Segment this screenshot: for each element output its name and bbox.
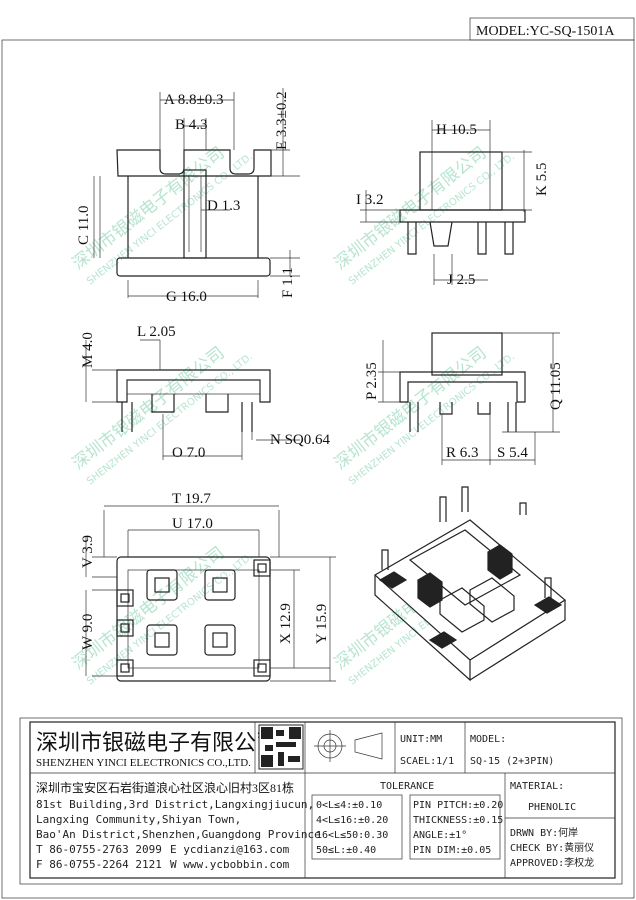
tolerance-other: PIN DIM:±0.05 xyxy=(413,845,491,856)
address-line: Bao'An District,Shenzhen,Guangdong Provi… xyxy=(36,828,321,841)
watermark-en: SHENZHEN YINCI ELECTRONICS CO., LTD. xyxy=(85,151,255,287)
dim-p-label: P 2.35 xyxy=(364,362,380,400)
model-value: SQ-15 (2+3PIN) xyxy=(470,756,554,767)
dim-q-label: Q 11.05 xyxy=(548,362,564,410)
model-number: MODEL:YC-SQ-1501A xyxy=(476,24,615,39)
tolerance-other: PIN PITCH:±0.20 xyxy=(413,800,503,811)
address-cn: 深圳市宝安区石岩街道浪心社区浪心旧村3区81栋 xyxy=(36,780,294,795)
tolerance-length: 0<L≤4:±0.10 xyxy=(316,800,382,811)
telephone: T 86-0755-2763 2099 xyxy=(36,843,162,856)
address-line: 81st Building,3rd District,Langxingjiucu… xyxy=(36,798,314,811)
dim-n-label: N SQ0.64 xyxy=(270,432,331,448)
dim-k-label: K 5.5 xyxy=(534,163,550,196)
dim-i-label: I 3.2 xyxy=(356,192,384,208)
dim-u-label: U 17.0 xyxy=(172,516,213,532)
bottom-side-view: R 6.3 S 5.4 P 2.35 Q 11.05 xyxy=(364,332,564,465)
dim-h-label: H 10.5 xyxy=(436,122,477,138)
dim-o-label: O 7.0 xyxy=(172,445,205,461)
dim-g-label: G 16.0 xyxy=(166,289,207,305)
unit-text: UNIT:MM xyxy=(400,734,442,745)
dim-s-label: S 5.4 xyxy=(497,445,528,461)
dim-t-label: T 19.7 xyxy=(172,491,211,507)
dim-d-label: D 1.3 xyxy=(207,198,240,214)
tolerance-length: 16<L≤50:0.30 xyxy=(316,830,388,841)
front-view: A 8.8±0.3 B 4.3 D 1.3 G 16.0 C 11.0 E 3.… xyxy=(76,88,300,305)
tolerance-length: 4<L≤16:±0.20 xyxy=(316,815,388,826)
sheet-border xyxy=(1,39,635,899)
top-view: T 19.7 U 17.0 V 3.9 W 9.0 X 12.9 Y 15.9 xyxy=(80,491,336,682)
tolerance-other: THICKNESS:±0.15 xyxy=(413,815,503,826)
website: W www.ycbobbin.com xyxy=(170,858,290,871)
email: E ycdianzi@163.com xyxy=(170,843,290,856)
tolerance-other: ANGLE:±1° xyxy=(413,830,467,841)
dim-e-label: E 3.3±0.2 xyxy=(274,91,290,150)
dim-w-label: W 9.0 xyxy=(80,614,96,650)
watermark-cn: 深圳市银磁电子有限公司 xyxy=(69,143,229,274)
approved-by: APPROVED:李权龙 xyxy=(510,856,594,869)
dim-r-label: R 6.3 xyxy=(446,445,479,461)
material-label: MATERIAL: xyxy=(510,781,564,792)
dim-a-label: A 8.8±0.3 xyxy=(164,92,224,108)
dim-b-label: B 4.3 xyxy=(175,117,208,133)
dim-l-label: L 2.05 xyxy=(137,324,176,340)
model-label: MODEL: xyxy=(470,734,506,745)
material-value: PHENOLIC xyxy=(528,802,576,813)
dim-c-label: C 11.0 xyxy=(76,206,92,245)
model-box xyxy=(469,17,635,41)
dim-m-label: M 4.0 xyxy=(80,332,96,368)
check-by: CHECK BY:黄丽仪 xyxy=(510,841,594,854)
address-line: Langxing Community,Shiyan Town, xyxy=(36,813,241,826)
dim-j-label: J 2.5 xyxy=(447,272,475,288)
dim-x-label: X 12.9 xyxy=(278,603,294,644)
side-view: H 10.5 I 3.2 J 2.5 K 5.5 xyxy=(356,120,550,288)
scale-text: SCAEL:1/1 xyxy=(400,756,454,767)
bottom-front-view: L 2.05 O 7.0 N SQ0.64 M 4.0 xyxy=(80,324,331,461)
watermark-en: SHENZHEN YINCI ELECTRONICS CO., LTD. xyxy=(85,351,255,487)
isometric-view xyxy=(373,486,567,682)
tolerance-title: TOLERANCE xyxy=(380,781,434,792)
dim-y-label: Y 15.9 xyxy=(314,604,330,644)
dim-v-label: V 3.9 xyxy=(80,535,96,568)
company-name-en: SHENZHEN YINCI ELECTRONICS CO.,LTD. xyxy=(36,757,251,769)
fax: F 86-0755-2264 2121 xyxy=(36,858,162,871)
drawn-by: DRWN BY:何岸 xyxy=(510,826,578,839)
dim-f-label: F 1.1 xyxy=(280,267,296,298)
qr-code xyxy=(258,724,304,770)
title-block: 深圳市银磁电子有限公司 SHENZHEN YINCI ELECTRONICS C… xyxy=(19,717,623,885)
company-name-cn: 深圳市银磁电子有限公司 xyxy=(36,730,278,755)
projection-symbol-icon xyxy=(314,730,383,762)
watermark-en: SHENZHEN YINCI ELECTRONICS CO., LTD. xyxy=(85,551,255,687)
tolerance-length: 50≤L:±0.40 xyxy=(316,845,376,856)
